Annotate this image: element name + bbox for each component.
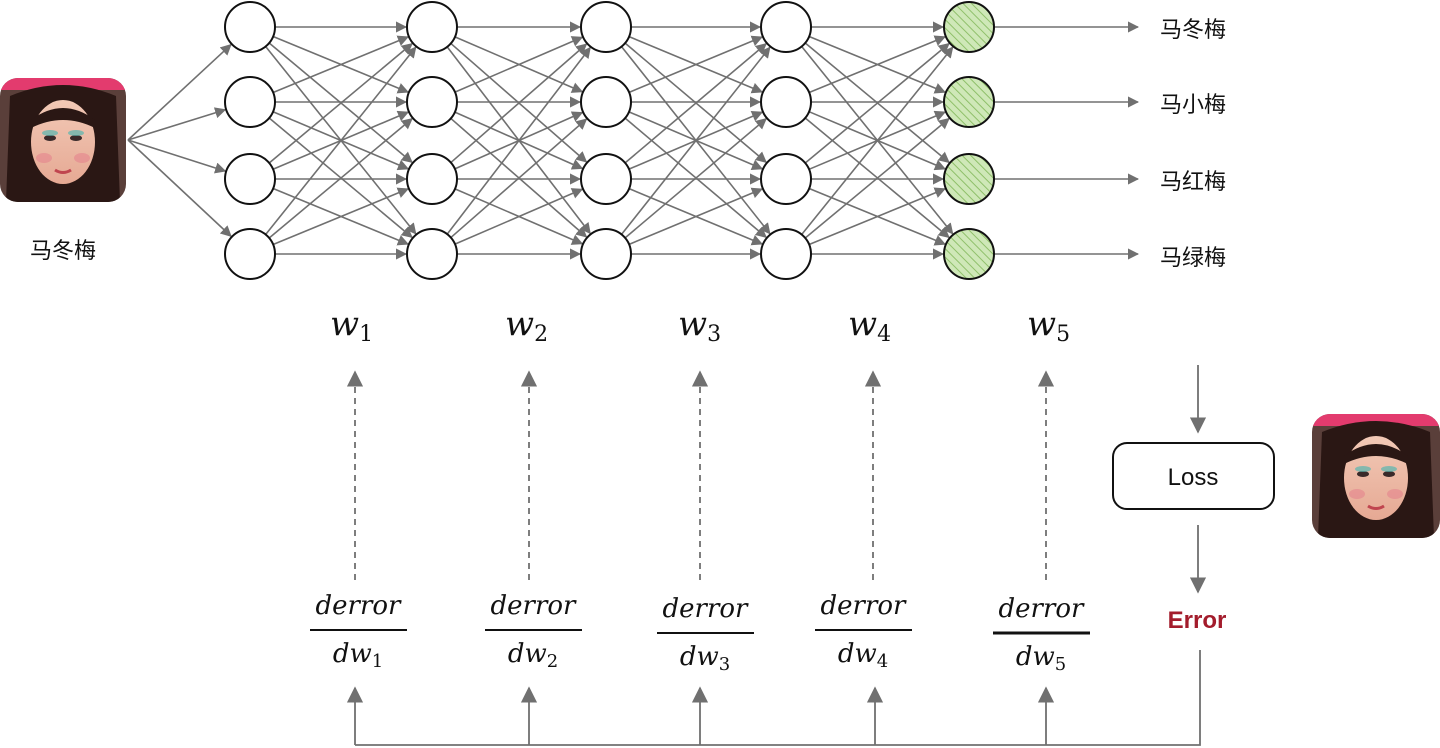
output-label: 马绿梅	[1160, 246, 1226, 271]
connection-edge	[801, 46, 954, 236]
connection-edge	[268, 42, 413, 164]
output-label: 马小梅	[1160, 93, 1226, 118]
gradient-dashed-arrows	[346, 370, 1055, 580]
svg-text:dw5: dw5	[1016, 642, 1066, 675]
gradient-fraction: derror dw2	[485, 591, 582, 672]
input-arrow	[127, 107, 227, 141]
connection-edge	[624, 43, 767, 164]
neuron	[760, 1, 812, 53]
connection-edge	[446, 46, 591, 235]
svg-text:dw2: dw2	[508, 639, 558, 672]
feedback-bus	[346, 650, 1201, 746]
input-arrows	[127, 43, 232, 238]
gradient-fraction: derror dw4	[815, 591, 912, 672]
neuron	[224, 76, 276, 128]
connection-edge	[624, 118, 767, 239]
output-labels: 马冬梅 马小梅 马红梅 马绿梅	[1160, 18, 1226, 271]
weight-labels: w1 w2 w3 w4 w5	[330, 304, 1070, 347]
weight-label: w5	[1027, 304, 1070, 347]
gradient-fraction: derror dw5	[993, 594, 1090, 675]
input-label: 马冬梅	[30, 239, 96, 264]
connection-edge	[808, 35, 946, 94]
output-neuron	[943, 1, 995, 53]
svg-text:Loss: Loss	[1168, 464, 1219, 491]
neuron	[406, 153, 458, 205]
connection-edge	[454, 188, 584, 245]
connection-edge	[454, 36, 584, 93]
connection-edge	[265, 46, 417, 235]
neuron	[760, 76, 812, 128]
output-arrows	[994, 21, 1140, 260]
neuron	[580, 153, 632, 205]
output-neuron	[943, 76, 995, 128]
neuron	[580, 76, 632, 128]
network-edges	[265, 21, 954, 260]
connection-edge	[804, 42, 950, 164]
connection-edge	[268, 117, 413, 239]
neuron	[760, 228, 812, 280]
neuron	[406, 228, 458, 280]
input-arrow	[127, 139, 232, 238]
connection-edge	[628, 35, 764, 94]
svg-text:dw1: dw1	[333, 639, 383, 672]
input-face-image	[0, 78, 126, 202]
connection-edge	[450, 43, 588, 164]
neuron	[224, 153, 276, 205]
neuron	[224, 1, 276, 53]
gradient-fractions: derror dw1 derror dw2 derror dw3 derror …	[310, 591, 1090, 675]
output-label: 马红梅	[1160, 170, 1226, 195]
connection-edge	[620, 46, 771, 235]
neuron	[760, 153, 812, 205]
svg-text:derror: derror	[663, 594, 750, 624]
output-neuron	[943, 228, 995, 280]
target-face-image	[1312, 414, 1440, 538]
input-arrow	[127, 139, 227, 174]
neuron	[224, 228, 276, 280]
neuron	[580, 1, 632, 53]
weight-label: w2	[505, 304, 548, 347]
weight-label: w3	[678, 304, 721, 347]
neuron	[580, 228, 632, 280]
weight-label: w4	[848, 304, 891, 347]
connection-edge	[804, 117, 950, 239]
input-arrow	[127, 43, 232, 141]
connection-edge	[628, 187, 764, 246]
weight-label: w1	[330, 304, 373, 347]
svg-text:derror: derror	[316, 591, 403, 621]
network-nodes	[224, 1, 995, 280]
connection-edge	[272, 187, 409, 246]
svg-text:derror: derror	[999, 594, 1086, 624]
svg-text:derror: derror	[491, 591, 578, 621]
connection-edge	[808, 187, 946, 246]
svg-text:dw3: dw3	[680, 642, 730, 675]
connection-edge	[272, 35, 409, 94]
neuron	[406, 1, 458, 53]
svg-text:dw4: dw4	[838, 639, 888, 672]
svg-text:derror: derror	[821, 591, 908, 621]
output-label: 马冬梅	[1160, 18, 1226, 43]
connection-edge	[450, 118, 588, 239]
output-neuron	[943, 153, 995, 205]
loss-box: Loss	[1112, 442, 1275, 510]
error-label: Error	[1168, 607, 1227, 634]
neuron	[406, 76, 458, 128]
gradient-fraction: derror dw1	[310, 591, 407, 672]
gradient-fraction: derror dw3	[657, 594, 754, 675]
